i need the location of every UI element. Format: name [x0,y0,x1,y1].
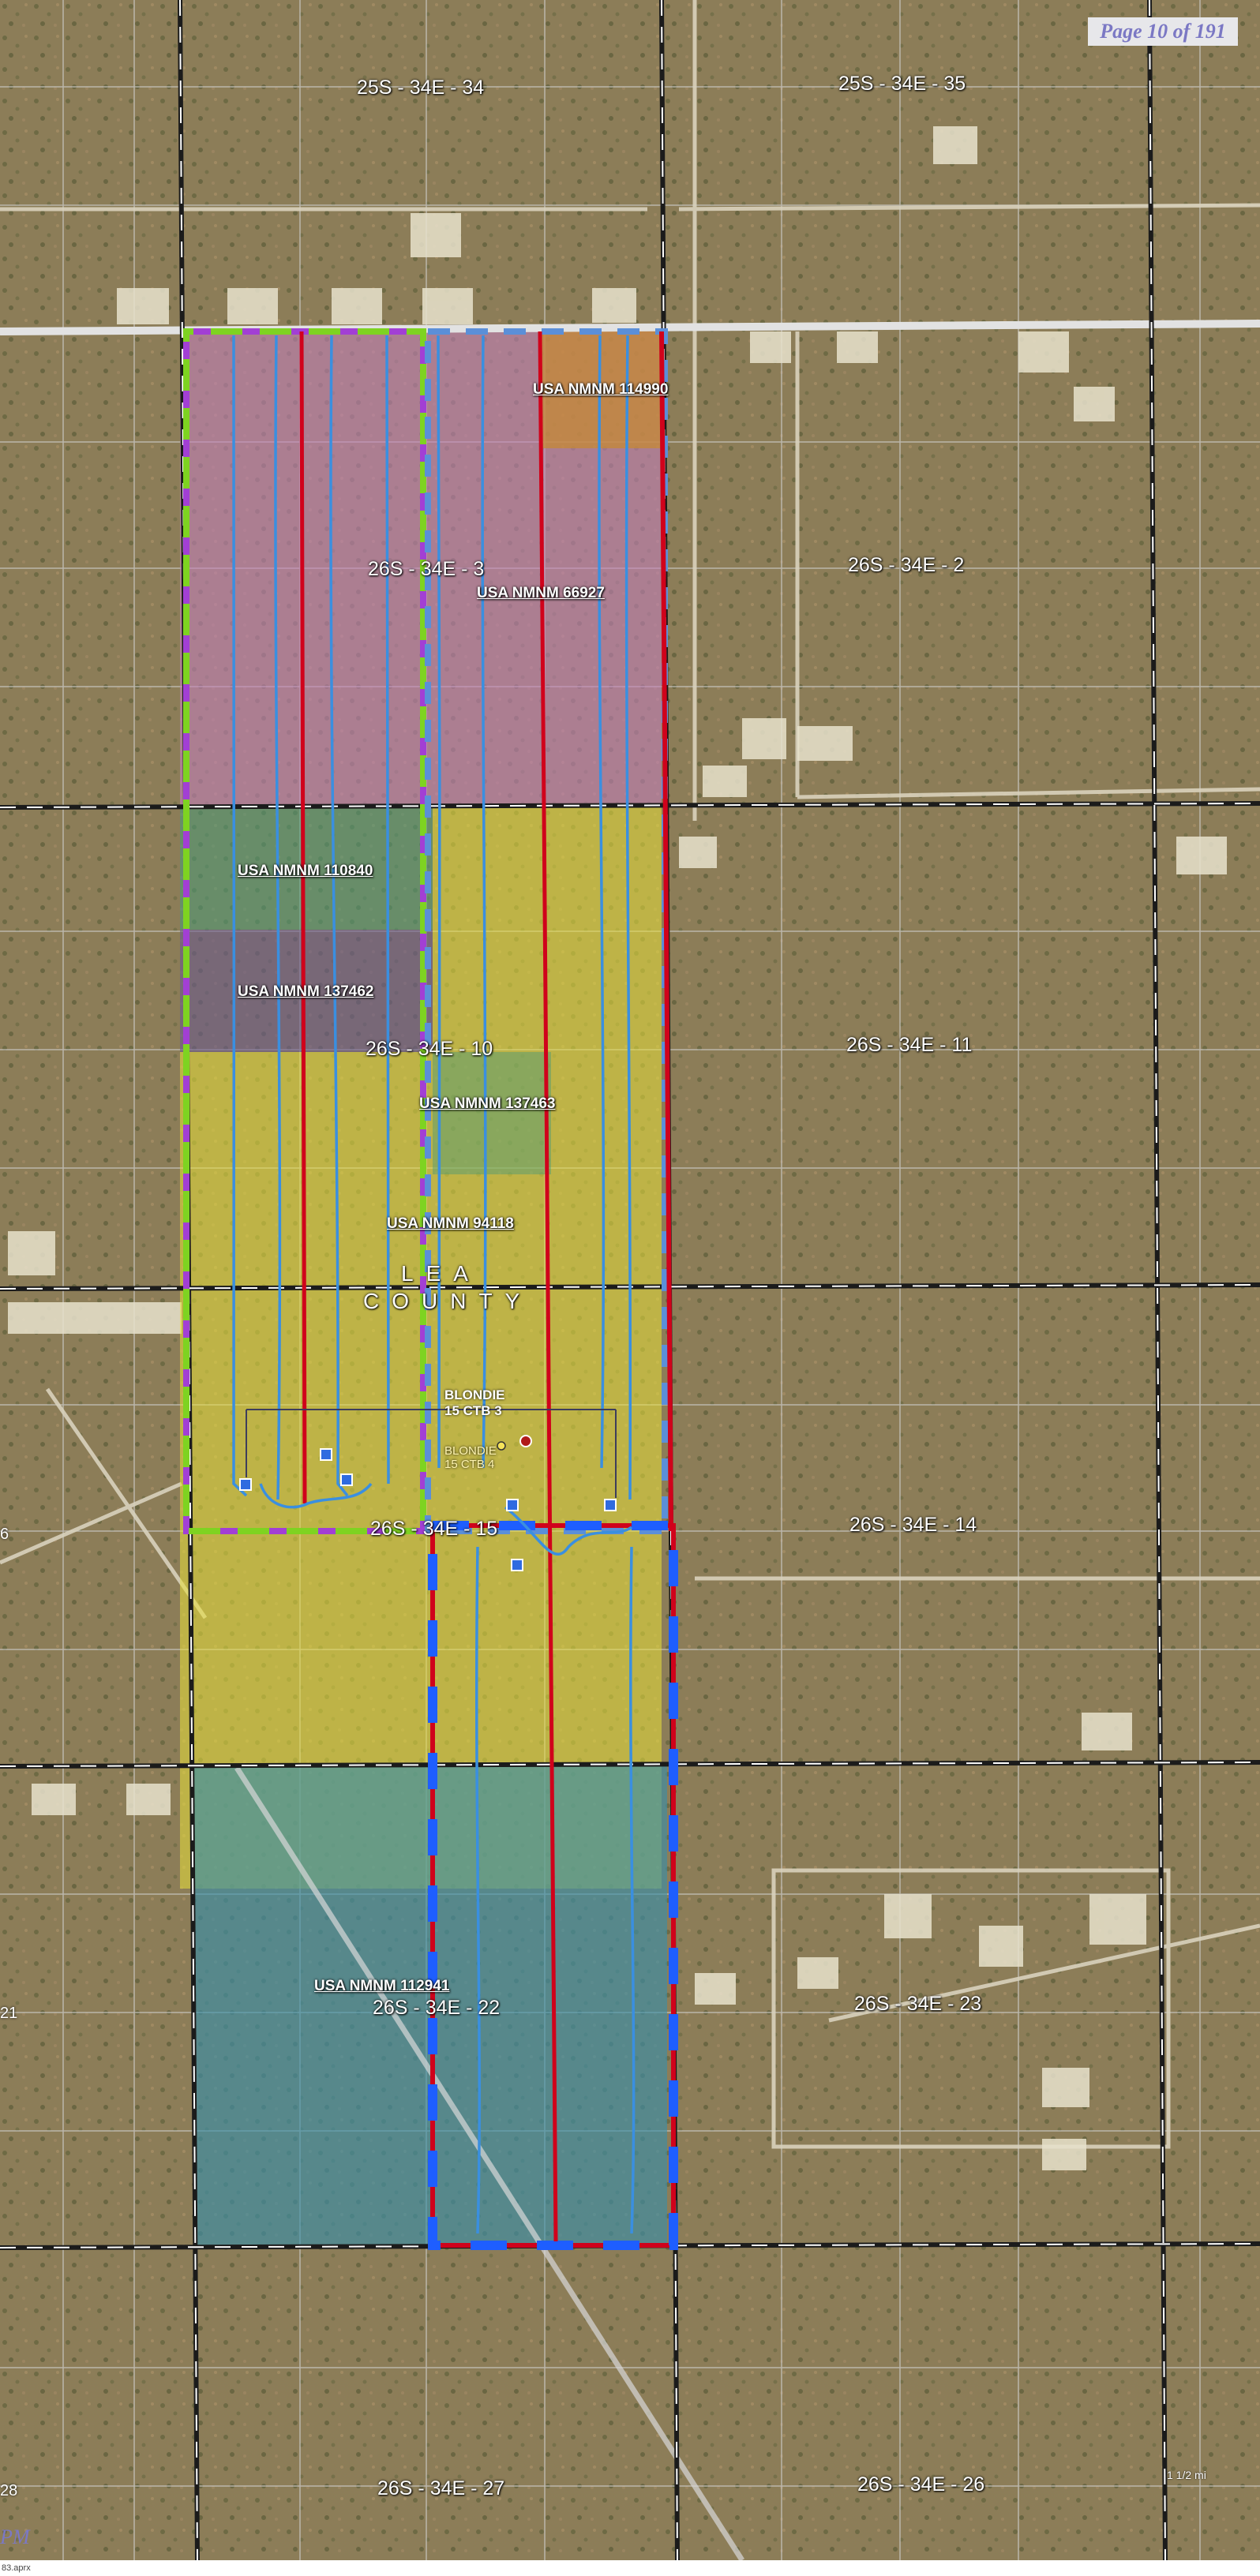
well-label-ctb3-name: BLONDIE [444,1387,505,1402]
surface-locations [239,1435,617,1571]
section-label-23: 26S - 34E - 23 [854,1993,982,2015]
section-label-26: 26S - 34E - 26 [857,2473,985,2496]
corner-text: PM [0,2525,30,2548]
section-label-22: 26S - 34E - 22 [373,1997,501,2019]
page-indicator: Page 10 of 191 [1088,17,1238,46]
county-name-line1: LEA [401,1261,481,1286]
lease-area-137463 [433,1052,551,1174]
lease-area-110840 [180,807,433,930]
lease-label-137463: USA NMNM 137463 [419,1095,556,1112]
lease-label-110840: USA NMNM 110840 [238,863,373,879]
flowlines [246,1409,617,1498]
lease-label-112941: USA NMNM 112941 [314,1978,450,1994]
section-label-14: 26S - 34E - 14 [849,1514,977,1536]
lease-area-114990 [542,330,662,448]
section-label-11: 26S - 34E - 11 [846,1034,973,1056]
lease-area-137462 [180,930,433,1052]
section-label-3: 26S - 34E - 3 [368,558,485,580]
section-label-27: 26S - 34E - 27 [377,2477,505,2499]
lease-label-94118: USA NMNM 94118 [387,1215,514,1232]
section-label-35: 25S - 34E - 35 [838,73,966,95]
section-label-34: 25S - 34E - 34 [357,77,485,99]
pipeline-diagonal [234,1766,744,2560]
section-label-15: 26S - 34E - 15 [370,1518,498,1540]
scale-label: 1 1/2 mi [1167,2469,1206,2481]
section-label-10: 26S - 34E - 10 [366,1038,493,1060]
section-label-2: 26S - 34E - 2 [848,554,965,576]
boundary-green [183,328,426,1534]
boundary-blue [428,1521,678,2250]
well-label-ctb4-number: 15 CTB 4 [444,1458,495,1471]
well-pads [8,126,1227,2170]
footer-filename: 83.aprx [2,2563,31,2573]
red-laterals [299,331,558,2242]
well-label-ctb4-name: BLONDIE [444,1444,497,1458]
wellbores [231,335,636,2234]
well-label-ctb3-number: 15 CTB 3 [444,1403,502,1418]
lease-label-66927: USA NMNM 66927 [477,585,605,601]
unit-boundaries [183,328,678,2250]
county-name-line2: COUNTY [363,1289,533,1313]
edge-label-section-21: 21 [0,2005,18,2022]
lease-label-137462: USA NMNM 137462 [238,983,374,1000]
boundary-red-east [659,331,673,1532]
lease-label-114990: USA NMNM 114990 [533,381,669,398]
edge-label-section-28: 28 [0,2482,18,2499]
dirt-roads [0,0,1260,2149]
edge-label-section-16: 6 [0,1526,9,1543]
